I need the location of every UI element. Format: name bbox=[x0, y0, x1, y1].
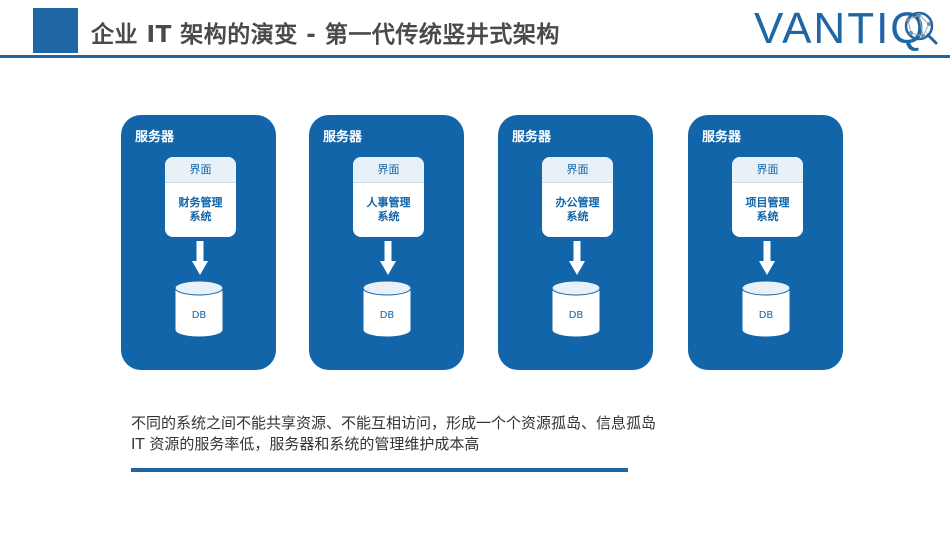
vantiq-logo: VANTIQ bbox=[754, 4, 927, 53]
app-office: 界面 办公管理系统 bbox=[542, 157, 613, 237]
db-label: DB bbox=[379, 310, 395, 321]
db-label: DB bbox=[758, 310, 774, 321]
logo-network-icon bbox=[904, 11, 938, 45]
description-line1: 不同的系统之间不能共享资源、不能互相访问，形成一个个资源孤岛、信息孤岛 bbox=[131, 414, 657, 432]
system-name-line2: 系统 bbox=[377, 210, 400, 223]
ui-label: 界面 bbox=[165, 157, 236, 183]
app-project: 界面 项目管理系统 bbox=[732, 157, 803, 237]
server-label: 服务器 bbox=[512, 130, 552, 145]
database-icon bbox=[362, 280, 412, 338]
arrow-down-icon bbox=[569, 241, 585, 275]
db-label: DB bbox=[191, 310, 207, 321]
page-title: 企业 IT 架构的演变 - 第一代传统竖井式架构 bbox=[91, 22, 560, 48]
db-label: DB bbox=[568, 310, 584, 321]
arrow-down-icon bbox=[192, 241, 208, 275]
system-name-line2: 系统 bbox=[566, 210, 589, 223]
ui-label: 界面 bbox=[732, 157, 803, 183]
system-name: 项目管理系统 bbox=[732, 183, 803, 237]
title-divider bbox=[0, 55, 950, 58]
system-name-line1: 办公管理 bbox=[555, 196, 600, 209]
arrow-down-icon bbox=[380, 241, 396, 275]
ui-label: 界面 bbox=[542, 157, 613, 183]
database-icon bbox=[741, 280, 791, 338]
database-icon bbox=[174, 280, 224, 338]
ui-label: 界面 bbox=[353, 157, 424, 183]
database-icon bbox=[551, 280, 601, 338]
system-name: 人事管理系统 bbox=[353, 183, 424, 237]
system-name-line2: 系统 bbox=[189, 210, 212, 223]
system-name-line1: 人事管理 bbox=[366, 196, 411, 209]
description-text: 不同的系统之间不能共享资源、不能互相访问，形成一个个资源孤岛、信息孤岛 IT 资… bbox=[131, 413, 656, 455]
system-name: 财务管理系统 bbox=[165, 183, 236, 237]
server-box-hr: 服务器 界面 人事管理系统 DB bbox=[309, 115, 464, 370]
description-line2: IT 资源的服务率低，服务器和系统的管理维护成本高 bbox=[131, 435, 480, 453]
system-name-line1: 财务管理 bbox=[178, 196, 223, 209]
server-label: 服务器 bbox=[323, 130, 363, 145]
title-accent-block bbox=[33, 8, 78, 53]
system-name-line1: 项目管理 bbox=[745, 196, 790, 209]
server-label: 服务器 bbox=[702, 130, 742, 145]
system-name: 办公管理系统 bbox=[542, 183, 613, 237]
bottom-divider bbox=[131, 468, 628, 472]
arrow-down-icon bbox=[759, 241, 775, 275]
server-label: 服务器 bbox=[135, 130, 175, 145]
app-hr: 界面 人事管理系统 bbox=[353, 157, 424, 237]
server-box-project: 服务器 界面 项目管理系统 DB bbox=[688, 115, 843, 370]
system-name-line2: 系统 bbox=[756, 210, 779, 223]
app-finance: 界面 财务管理系统 bbox=[165, 157, 236, 237]
server-box-finance: 服务器 界面 财务管理系统 DB bbox=[121, 115, 276, 370]
server-box-office: 服务器 界面 办公管理系统 DB bbox=[498, 115, 653, 370]
